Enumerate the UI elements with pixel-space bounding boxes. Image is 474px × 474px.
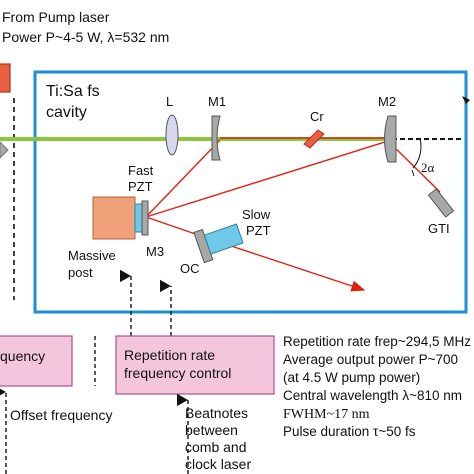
crystal-label: Cr [310, 109, 324, 124]
spec-average-power: Average output power P~700 [283, 352, 458, 367]
mirror-m1-label: M1 [208, 94, 226, 109]
repetition-rate-control-box [115, 335, 275, 395]
output-coupler-assembly [193, 223, 244, 264]
slow-pzt-label-line2: PZT [246, 223, 271, 238]
beatnotes-label-line2: between [185, 422, 238, 438]
spec-central-wavelength: Central wavelength λ~810 nm [283, 388, 462, 403]
angle-label: 2α [421, 160, 435, 175]
spec-fwhm: FWHM~17 nm [283, 407, 370, 422]
slow-pzt-label-line1: Slow [242, 207, 271, 222]
repetition-rate-box-line2: frequency control [124, 365, 231, 381]
laser-beam-m3-m2 [145, 140, 389, 218]
lens-l [165, 114, 179, 156]
mirror-m2-label: M2 [378, 94, 396, 109]
slow-pzt [203, 223, 244, 255]
spec-repetition-rate: Repetition rate frep~294,5 MHz [283, 334, 471, 349]
cavity-title-line1: Ti:Sa fs [46, 83, 100, 100]
angle-arc [412, 138, 422, 169]
output-coupler-label: OC [180, 261, 200, 276]
cavity-title-line2: cavity [46, 104, 87, 121]
offset-frequency-label: Offset frequency [10, 407, 112, 423]
offset-control-box-text: quency [0, 348, 45, 364]
mirror-m2 [384, 115, 397, 163]
gti-label: GTI [428, 221, 450, 236]
beatnotes-label-line4: clock laser [185, 456, 251, 472]
spec-pulse-duration: Pulse duration τ~50 fs [283, 424, 416, 439]
beatnotes-label-line1: Beatnotes [185, 405, 248, 421]
spec-pump-power-note: (at 4.5 W pump power) [283, 370, 420, 385]
lens-label: L [166, 94, 173, 109]
ti-sapphire-crystal [303, 129, 325, 149]
mirror-m3-label: M3 [146, 244, 164, 259]
pump-laser-source [0, 63, 11, 93]
beatnotes-label-line3: comb and [185, 439, 246, 455]
gti-mirror [427, 188, 455, 218]
mirror-m3 [141, 200, 149, 236]
laser-beam-m1-m3 [145, 139, 221, 218]
massive-post-label-line2: post [68, 265, 93, 280]
output-arrow-icon [462, 96, 470, 104]
offset-frequency-control-box [0, 335, 73, 387]
fast-pzt-label-line1: Fast [128, 163, 154, 178]
mirror-m1 [211, 115, 221, 161]
pump-laser-label: From Pump laser [2, 9, 110, 25]
pump-steering-mirror-icon [0, 141, 9, 159]
massive-post-label-line1: Massive [68, 248, 116, 263]
massive-post [92, 196, 136, 240]
angle-arc-tick [411, 169, 415, 177]
cavity-enclosure [33, 70, 468, 314]
repetition-rate-box-line1: Repetition rate [124, 347, 215, 363]
fast-pzt-label-line2: PZT [128, 179, 153, 194]
fast-pzt [134, 203, 143, 233]
pump-power-label: Power P~4-5 W, λ=532 nm [2, 29, 169, 45]
